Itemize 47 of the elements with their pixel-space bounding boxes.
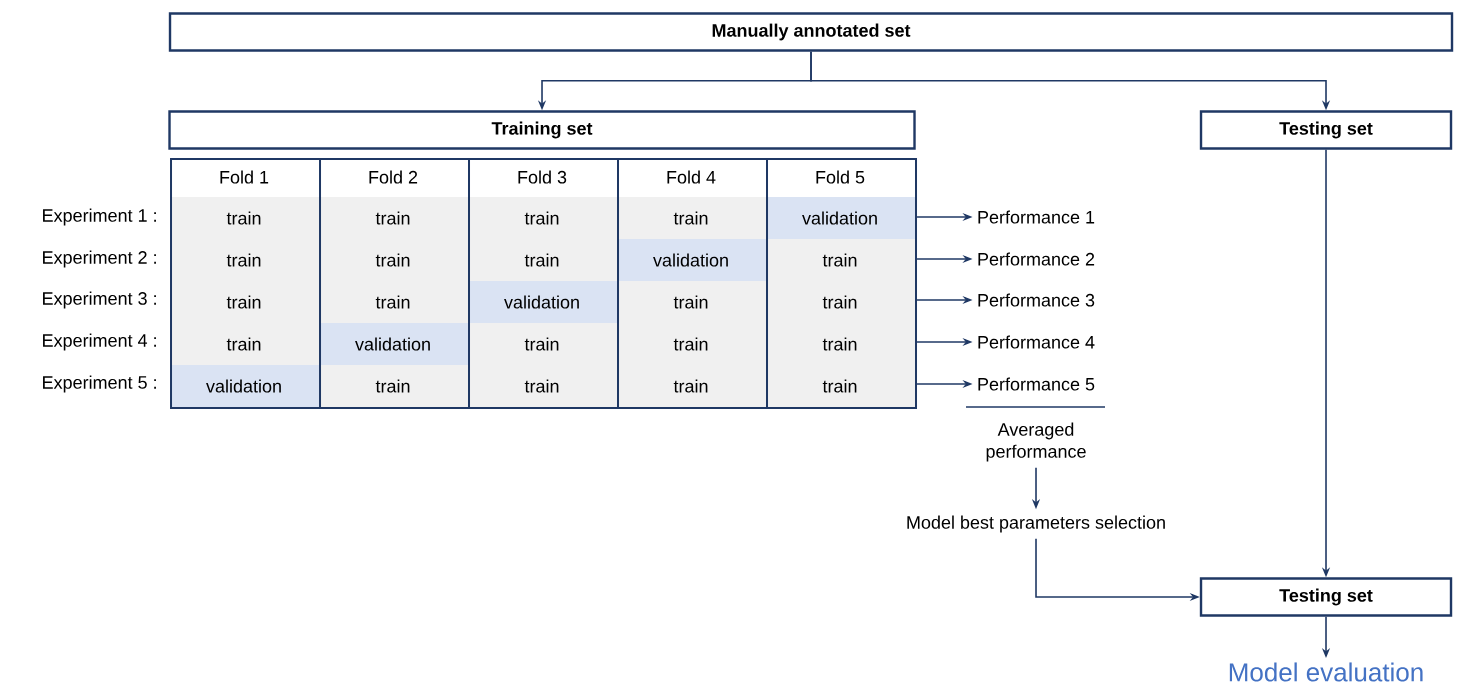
- table-cell: validation: [617, 239, 766, 281]
- table-cell: validation: [468, 281, 617, 323]
- table-cell: validation: [766, 197, 915, 239]
- column-header: Fold 3: [518, 170, 567, 184]
- performance-label: Performance 4: [978, 335, 1095, 349]
- fold-column: [766, 158, 917, 409]
- table-cell: train: [319, 197, 468, 239]
- performance-label: Performance 1: [978, 210, 1095, 224]
- fold-column: [319, 158, 470, 409]
- table-cell: train: [617, 197, 766, 239]
- table-cell: train: [468, 197, 617, 239]
- table-cell: train: [766, 323, 915, 365]
- fold-column: [170, 158, 321, 409]
- fold-column: [617, 158, 768, 409]
- table-cell: train: [617, 281, 766, 323]
- result-label: Model evaluation: [1229, 662, 1423, 682]
- table-cell: validation: [319, 323, 468, 365]
- table-cell: train: [319, 281, 468, 323]
- set-box: Testing set: [1199, 577, 1453, 617]
- performance-label: Performance 2: [978, 252, 1095, 266]
- table-cell: train: [766, 365, 915, 407]
- selection-label: Model best parameters selection: [907, 515, 1165, 533]
- average-label: Averaged performance: [986, 422, 1086, 462]
- table-cell: train: [319, 365, 468, 407]
- table-cell: train: [170, 239, 319, 281]
- performance-label: Performance 3: [978, 293, 1095, 307]
- set-box: Manually annotated set: [168, 12, 1454, 52]
- table-cell: train: [319, 239, 468, 281]
- set-box: Training set: [168, 110, 916, 150]
- table-cell: train: [617, 365, 766, 407]
- column-header: Fold 4: [667, 170, 716, 184]
- table-cell: train: [766, 239, 915, 281]
- set-box: Testing set: [1199, 110, 1453, 150]
- column-header: Fold 5: [816, 170, 865, 184]
- column-header: Fold 2: [369, 170, 418, 184]
- table-cell: train: [170, 197, 319, 239]
- column-header: Fold 1: [220, 170, 269, 184]
- table-cell: train: [468, 323, 617, 365]
- table-cell: train: [766, 281, 915, 323]
- table-cell: train: [170, 281, 319, 323]
- table-cell: train: [170, 323, 319, 365]
- performance-label: Performance 5: [978, 377, 1095, 391]
- table-cell: train: [617, 323, 766, 365]
- table-cell: validation: [170, 365, 319, 407]
- fold-column: [468, 158, 619, 409]
- table-cell: train: [468, 365, 617, 407]
- table-cell: train: [468, 239, 617, 281]
